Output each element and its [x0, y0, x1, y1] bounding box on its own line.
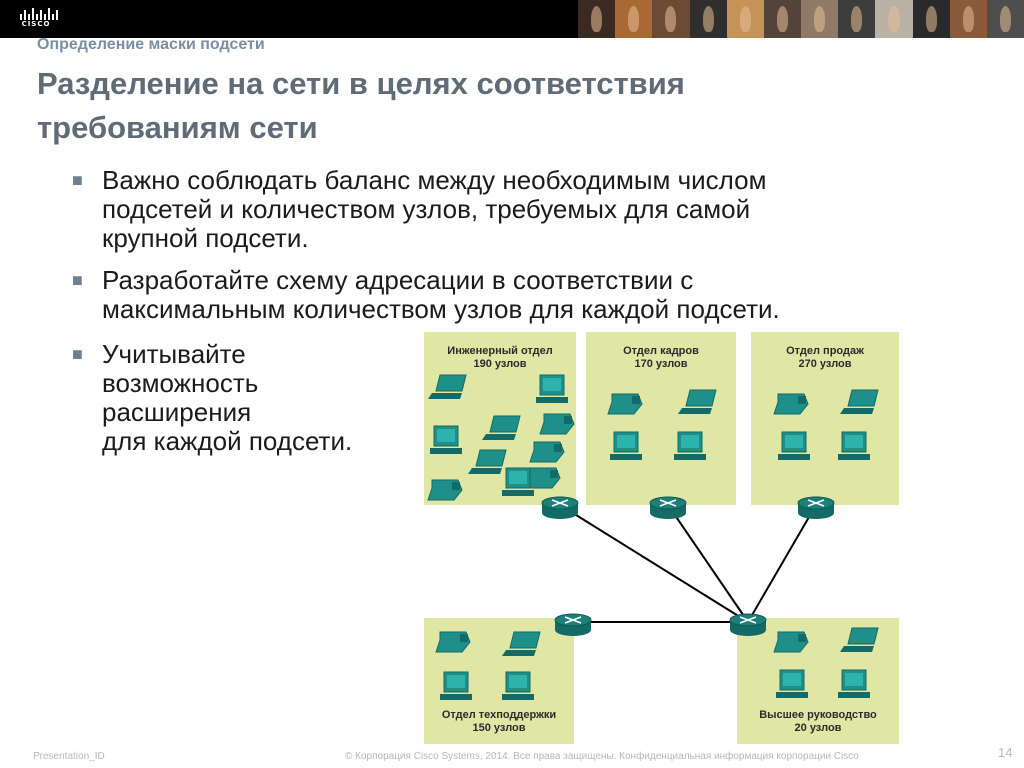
- network-link: [667, 504, 749, 623]
- header-photo: [763, 0, 802, 38]
- header-photo: [912, 0, 950, 38]
- laptop-icon: [428, 374, 467, 399]
- bullet-text: Учитывайте возможность расширения для ка…: [102, 339, 353, 456]
- department-name: Высшее руководство: [759, 709, 877, 721]
- department-hosts: 150 узлов: [472, 722, 525, 734]
- desktop-icon: [610, 431, 642, 460]
- header-photo: [838, 0, 876, 38]
- header-bar: CISCO: [0, 0, 1024, 38]
- router-icon: [554, 613, 592, 636]
- department-hosts: 190 узлов: [473, 358, 526, 370]
- desktop-icon: [440, 671, 472, 700]
- laptop-icon: [840, 627, 879, 652]
- desktop-icon: [838, 669, 870, 698]
- ip-phone-icon: [427, 479, 463, 501]
- cisco-bridge-icon: [20, 8, 58, 20]
- department-name: Отдел продаж: [786, 345, 864, 357]
- department-panel: [586, 332, 736, 505]
- desktop-icon: [838, 431, 870, 460]
- header-photo: [689, 0, 727, 38]
- laptop-icon: [840, 389, 879, 414]
- ip-phone-icon: [525, 467, 561, 489]
- slide-subtitle: Определение маски подсети: [37, 36, 265, 53]
- header-photo: [652, 0, 690, 38]
- slide-title: Разделение на сети в целях соответствия …: [37, 62, 937, 150]
- ip-phone-icon: [539, 413, 575, 435]
- desktop-icon: [502, 671, 534, 700]
- slide-title-line: Разделение на сети в целях соответствия: [37, 66, 685, 101]
- laptop-icon: [678, 389, 717, 414]
- ip-phone-icon: [435, 631, 471, 653]
- bullet-marker-icon: ■: [72, 344, 83, 364]
- laptop-icon: [468, 449, 507, 474]
- desktop-icon: [776, 669, 808, 698]
- department-hosts: 270 узлов: [798, 358, 851, 370]
- network-link: [559, 504, 749, 623]
- department-hosts: 170 узлов: [634, 358, 687, 370]
- desktop-icon: [536, 374, 568, 403]
- header-photo-strip: [578, 0, 1024, 38]
- laptop-icon: [482, 415, 521, 440]
- footer-copyright: © Корпорация Cisco Systems, 2014. Все пр…: [345, 751, 859, 762]
- bullet-marker-icon: ■: [72, 270, 83, 290]
- router-icon: [729, 613, 767, 636]
- department-name: Инженерный отдел: [447, 345, 552, 357]
- department-name: Отдел кадров: [623, 345, 699, 357]
- header-photo: [949, 0, 987, 38]
- header-photo: [875, 0, 913, 38]
- logo-text: CISCO: [21, 20, 51, 28]
- slide-title-line: требованиям сети: [37, 110, 318, 145]
- desktop-icon: [502, 467, 534, 496]
- footer-presentation-id: Presentation_ID: [33, 751, 105, 762]
- desktop-icon: [778, 431, 810, 460]
- ip-phone-icon: [773, 393, 809, 415]
- router-icon: [797, 496, 835, 519]
- department-panel: [751, 332, 899, 505]
- page-number: 14: [998, 745, 1013, 760]
- header-photo: [986, 0, 1024, 38]
- router-icon: [541, 496, 579, 519]
- bullet-text: Разработайте схему адресации в соответст…: [102, 265, 780, 324]
- router-icon: [649, 496, 687, 519]
- desktop-icon: [674, 431, 706, 460]
- laptop-icon: [502, 631, 541, 656]
- ip-phone-icon: [529, 441, 565, 463]
- bullet-marker-icon: ■: [72, 170, 83, 190]
- network-link: [747, 504, 817, 623]
- bullet-text: Важно соблюдать баланс между необходимым…: [102, 165, 767, 253]
- ip-phone-icon: [607, 393, 643, 415]
- department-hosts: 20 узлов: [795, 722, 842, 734]
- header-photo: [801, 0, 839, 38]
- department-name: Отдел техподдержки: [442, 709, 556, 721]
- desktop-icon: [430, 425, 462, 454]
- ip-phone-icon: [773, 631, 809, 653]
- header-photo: [615, 0, 653, 38]
- cisco-logo: [10, 4, 70, 34]
- header-photo: [726, 0, 764, 38]
- header-photo: [578, 0, 616, 38]
